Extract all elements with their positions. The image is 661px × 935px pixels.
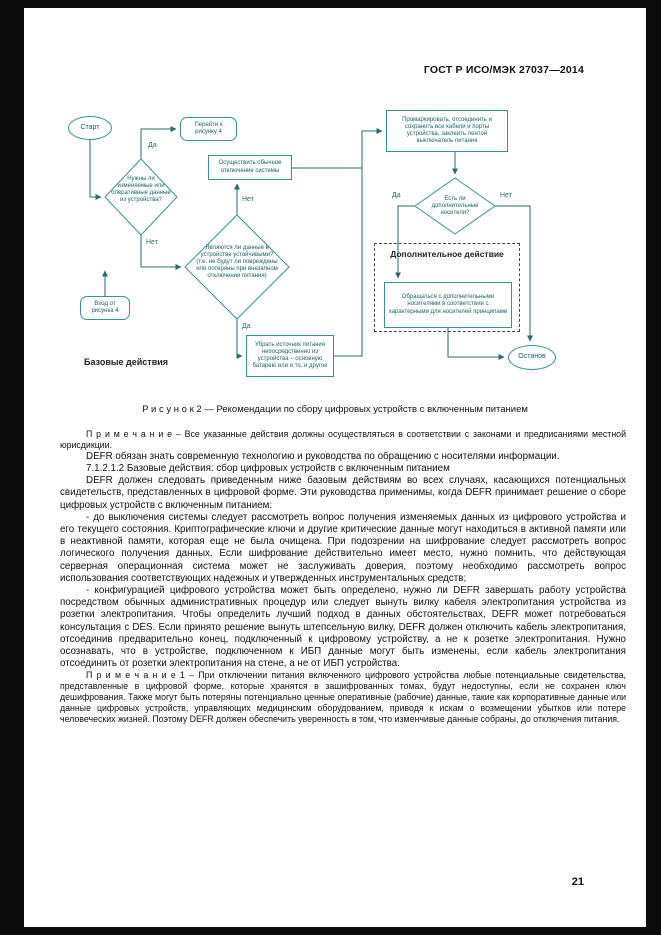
body-text: П р и м е ч а н и е – Все указанные дейс… <box>60 429 626 725</box>
label-no-2: Нет <box>242 196 254 203</box>
label-yes-2: Да <box>242 323 251 330</box>
base-actions-label: Базовые действия <box>84 357 169 367</box>
decision-need-volatile-shape <box>104 158 178 236</box>
node-from-figure4: Вход от рисунка 4 <box>80 296 130 320</box>
body-paragraph-bullet1: - до выключения системы следует рассмотр… <box>60 511 626 584</box>
decision-extra-media-text: Есть ли дополнительные носители? <box>431 196 479 216</box>
document-header: ГОСТ Р ИСО/МЭК 27037—2014 <box>423 64 584 76</box>
figure-caption: Р и с у н о к 2 — Рекомендации по сбору … <box>142 404 528 415</box>
node-stop: Останов <box>508 345 556 370</box>
node-remove-power: Убрать источник питания непосредственно … <box>246 335 334 377</box>
label-yes-1: Да <box>148 142 157 149</box>
label-no-3: Нет <box>500 192 512 199</box>
additional-action-title: Дополнительное действие <box>390 249 504 259</box>
additional-action-box: Дополнительное действие <box>374 243 520 332</box>
document-page: ГОСТ Р ИСО/МЭК 27037—2014 <box>24 8 646 927</box>
body-paragraph-heading: 7.1.2.1.2 Базовые действия: сбор цифровы… <box>86 463 450 475</box>
node-normal-shutdown: Осуществить обычное отключение системы <box>208 155 292 180</box>
decision-extra-media-shape <box>414 177 496 235</box>
flowchart-figure: Старт Перейти к рисунку 4 Нужны ли измен… <box>24 8 646 400</box>
node-goto-figure4: Перейти к рисунку 4 <box>180 117 237 141</box>
node-handle-media: Обращаться с дополнительными носителями … <box>384 282 512 328</box>
page-number: 21 <box>571 876 584 888</box>
flowchart-connectors <box>89 126 533 360</box>
label-no-1: Нет <box>146 239 158 246</box>
decision-need-volatile-text: Нужны ли изменяемые или оперативные данн… <box>111 176 171 203</box>
node-start: Старт <box>68 116 112 140</box>
node-label-cables: Промаркировать, отсоединить и сохранить … <box>386 110 508 152</box>
body-paragraph-intro: DEFR должен следовать приведенным ниже б… <box>60 475 626 511</box>
body-paragraph-defr: DEFR обязан знать современную технологию… <box>86 450 560 462</box>
decision-data-stable-shape <box>184 214 290 320</box>
label-yes-3: Да <box>392 192 401 199</box>
body-paragraph-bullet2: - конфигурацией цифрового устройства мож… <box>60 585 626 670</box>
note-paragraph: П р и м е ч а н и е – Все указанные дейс… <box>60 429 626 450</box>
note1-paragraph: П р и м е ч а н и е 1 – При отключении п… <box>60 670 626 725</box>
decision-data-stable-text: Являются ли данные в устройстве устойчив… <box>196 245 278 279</box>
